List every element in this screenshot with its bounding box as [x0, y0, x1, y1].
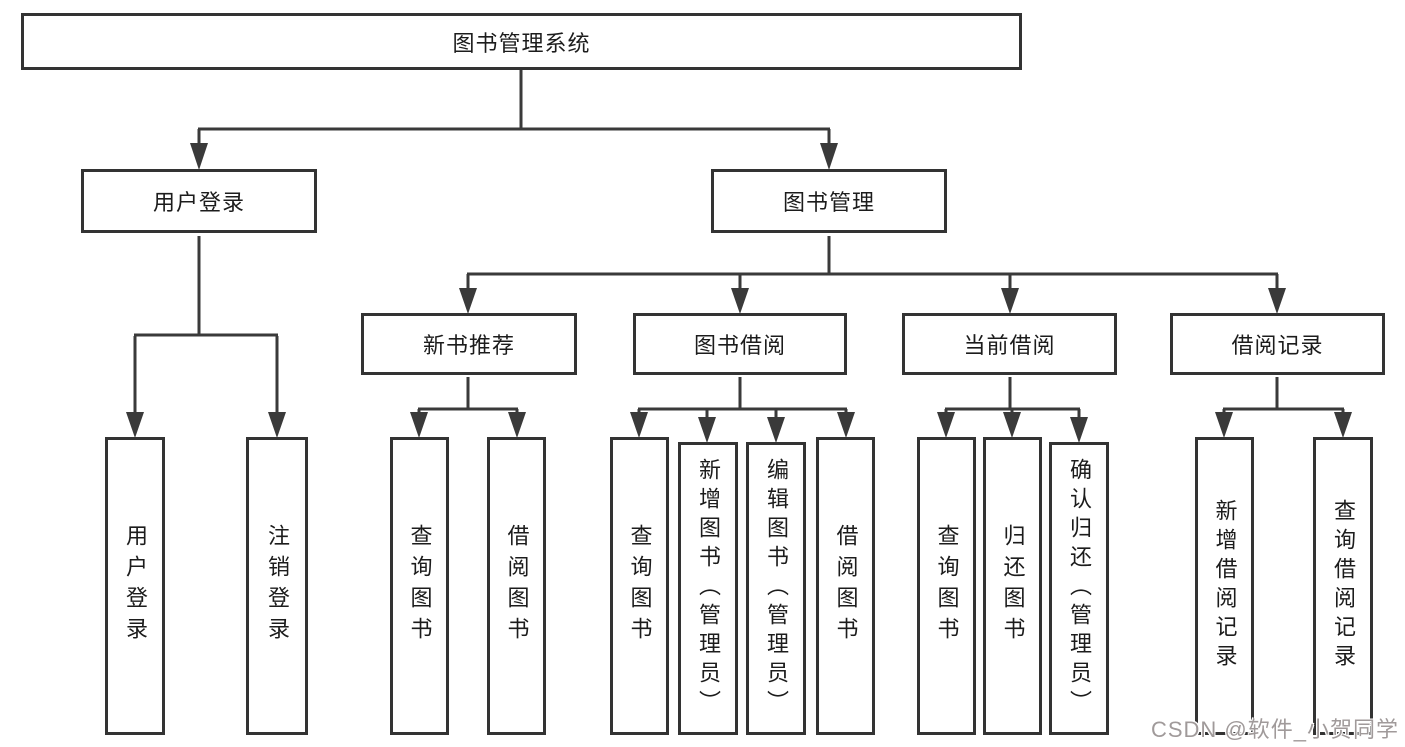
leaf-label: 编辑图书（管理员）	[764, 458, 789, 719]
leaf-label: 用户登录	[123, 524, 148, 648]
leaf-add-book-admin: 新增图书（管理员）	[678, 442, 738, 735]
leaf-label: 新增图书（管理员）	[696, 458, 721, 719]
node-label: 借阅记录	[1231, 333, 1324, 358]
node-label: 图书管理	[782, 190, 875, 215]
node-label: 新书推荐	[422, 333, 515, 358]
leaf-borrow-books-recommend: 借阅图书	[487, 437, 546, 735]
leaf-label: 查询图书	[627, 524, 653, 648]
leaf-label: 注销登录	[265, 524, 290, 648]
node-label: 图书管理系统	[452, 30, 591, 56]
leaf-confirm-return-admin: 确认归还（管理员）	[1049, 442, 1109, 735]
csdn-watermark: CSDN @软件_小贺同学	[1150, 717, 1399, 742]
leaf-edit-book-admin: 编辑图书（管理员）	[746, 442, 806, 735]
leaf-query-books-recommend: 查询图书	[390, 437, 449, 735]
leaf-label: 查询图书	[407, 524, 433, 648]
leaf-label: 借阅图书	[833, 524, 859, 648]
leaf-label: 借阅图书	[504, 524, 530, 648]
node-current-borrowing: 当前借阅	[902, 313, 1117, 375]
node-user-login: 用户登录	[81, 169, 317, 233]
node-borrowing-records: 借阅记录	[1170, 313, 1385, 375]
leaf-return-books: 归还图书	[983, 437, 1042, 735]
node-library-management-system: 图书管理系统	[21, 13, 1022, 70]
leaf-label: 确认归还（管理员）	[1067, 458, 1092, 719]
leaf-label: 查询借阅记录	[1331, 499, 1356, 673]
leaf-label: 新增借阅记录	[1212, 499, 1238, 673]
leaf-logout: 注销登录	[246, 437, 308, 735]
leaf-borrow-books: 借阅图书	[816, 437, 875, 735]
leaf-query-borrow-record: 查询借阅记录	[1313, 437, 1373, 735]
leaf-add-borrow-record: 新增借阅记录	[1195, 437, 1254, 735]
leaf-label: 归还图书	[1000, 524, 1026, 648]
node-book-management: 图书管理	[711, 169, 947, 233]
node-label: 图书借阅	[693, 333, 786, 358]
node-label: 用户登录	[152, 190, 245, 215]
leaf-label: 查询图书	[934, 524, 960, 648]
node-new-book-recommend: 新书推荐	[361, 313, 577, 375]
node-label: 当前借阅	[963, 333, 1056, 358]
leaf-user-login: 用户登录	[105, 437, 165, 735]
node-book-borrowing: 图书借阅	[633, 313, 847, 375]
leaf-query-books-borrowing: 查询图书	[610, 437, 669, 735]
leaf-query-books-current: 查询图书	[917, 437, 976, 735]
